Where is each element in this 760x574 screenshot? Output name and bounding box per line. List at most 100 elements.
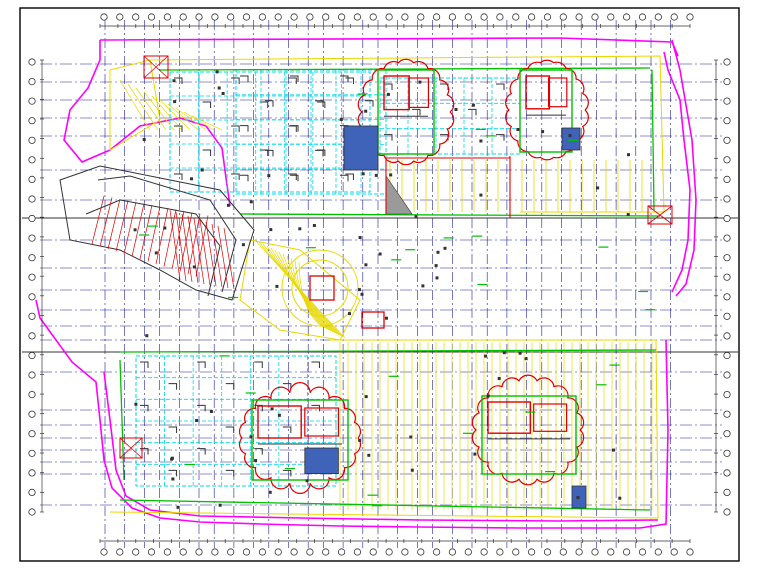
column-mark-11	[618, 496, 622, 500]
column-bubble-bottom-21	[432, 548, 441, 556]
cyan-zone-north-mid-mark-3-1	[468, 108, 477, 116]
cyan-zone-north-centre-mark-0-0	[240, 75, 249, 82]
cyan-zone-north-mid-mark-4-0	[496, 83, 505, 90]
column-bubble-bottom-0	[100, 548, 108, 556]
column-mark-54	[473, 452, 477, 456]
core-centre-box	[309, 275, 335, 301]
row-bubble-left-20	[28, 449, 36, 457]
column-bubble-top-21	[432, 13, 441, 21]
ramp-outline-a	[59, 165, 255, 301]
column-bubble-top-35	[654, 13, 662, 21]
cyan-zone-south-west-mark-6-0	[311, 361, 320, 368]
column-bubble-top-37	[686, 13, 694, 21]
row-bubble-right-20	[723, 449, 731, 457]
cyan-zone-north-west-mark-4-0	[288, 77, 297, 84]
ramp-stripe-a-5	[131, 203, 145, 257]
axis-grid-lines	[22, 20, 738, 548]
column-bubble-bottom-10	[258, 548, 266, 556]
yellow-zone-south	[109, 339, 659, 519]
column-mark-8	[479, 139, 483, 143]
column-mark-77	[145, 334, 149, 338]
column-bubble-bottom-5	[179, 548, 187, 556]
column-bubble-bottom-20	[417, 548, 425, 556]
cyan-zone-north-mid-mark-1-1	[412, 108, 421, 116]
cyan-zone-north-centre-mark-4-0	[340, 75, 349, 82]
cyan-zone-south-west-mark-2-0	[197, 361, 206, 368]
column-mark-30	[626, 213, 630, 216]
yellow-zone-north	[149, 55, 665, 213]
column-mark-46	[434, 264, 438, 268]
column-bubble-bottom-14	[322, 548, 330, 556]
ramp-stripe-b-3	[187, 215, 199, 284]
ramp-stripe-a-1	[99, 197, 113, 247]
column-bubble-top-31	[591, 13, 599, 21]
column-bubble-bottom-12	[290, 548, 298, 556]
row-bubble-right-2	[723, 97, 731, 105]
column-mark-41	[298, 227, 302, 231]
column-bubble-bottom-7	[211, 548, 219, 556]
row-bubble-left-5	[28, 156, 36, 164]
column-mark-17	[361, 172, 365, 176]
core-north-b-stair	[525, 75, 551, 110]
column-bubble-bottom-32	[607, 548, 615, 556]
column-mark-69	[134, 402, 138, 406]
ramp-stripe-a-2	[107, 198, 121, 250]
column-bubble-top-20	[417, 13, 425, 21]
cyan-zone-north-west-mark-2-0	[231, 77, 240, 84]
column-bubble-top-24	[480, 13, 488, 21]
column-mark-34	[267, 174, 271, 178]
row-bubble-left-14	[28, 332, 36, 340]
void-cross-b-2	[119, 437, 143, 459]
column-mark-43	[486, 394, 490, 398]
cyan-zone-south-west-mark-5-3	[282, 426, 292, 433]
core-south-b-wall	[481, 395, 577, 475]
column-bubble-top-5	[179, 13, 187, 21]
column-bubble-top-1	[116, 13, 124, 21]
row-bubble-right-12	[723, 293, 731, 301]
column-mark-31	[357, 288, 361, 292]
column-bubble-top-32	[607, 13, 615, 21]
column-bubble-bottom-3	[147, 548, 156, 556]
row-bubble-right-15	[723, 351, 731, 360]
row-bubble-right-5	[723, 156, 731, 164]
hatch-west-6	[167, 103, 199, 131]
cyan-zone-north-west-mark-0-0	[174, 77, 183, 84]
row-bubble-right-8	[723, 214, 731, 223]
column-mark-6	[471, 103, 475, 107]
row-bubble-right-7	[723, 195, 731, 203]
cyan-zone-north-centre-mark-0-4	[240, 174, 249, 182]
ramp-curve-11	[298, 261, 324, 328]
row-bubble-left-13	[28, 312, 36, 320]
ramp-stripe-b-6	[205, 221, 217, 287]
column-bubble-bottom-35	[654, 548, 662, 556]
ramp-stripe-b-1	[175, 211, 187, 282]
column-mark-67	[339, 118, 343, 121]
column-bubble-bottom-22	[448, 548, 456, 556]
cyan-zone-north-mid-mark-4-2	[496, 134, 505, 141]
column-bubble-top-10	[258, 13, 266, 21]
column-bubble-top-29	[559, 13, 567, 21]
column-mark-65	[215, 70, 219, 74]
row-bubble-left-2	[28, 97, 36, 105]
boundary-west-south	[35, 299, 669, 529]
column-bubble-top-23	[464, 13, 472, 21]
column-mark-15	[479, 193, 483, 197]
row-bubble-left-17	[28, 390, 36, 399]
column-bubble-top-11	[274, 13, 282, 21]
ramp-stripe-a-13	[195, 215, 209, 277]
column-mark-58	[409, 435, 413, 439]
column-bubble-top-0	[100, 13, 108, 21]
cyan-zone-south-west-mark-2-2	[197, 404, 206, 412]
cyan-zone-north-centre-mark-3-3	[315, 149, 324, 157]
column-mark-33	[364, 263, 368, 267]
column-mark-19	[209, 410, 213, 413]
ramp-stripe-a-6	[139, 204, 153, 260]
column-mark-40	[418, 80, 422, 84]
row-bubble-left-16	[28, 371, 36, 379]
hatch-west-5	[159, 99, 191, 131]
column-mark-36	[270, 407, 274, 411]
column-mark-28	[154, 251, 158, 255]
row-bubble-right-13	[723, 312, 731, 320]
green-wall-south	[119, 349, 657, 353]
